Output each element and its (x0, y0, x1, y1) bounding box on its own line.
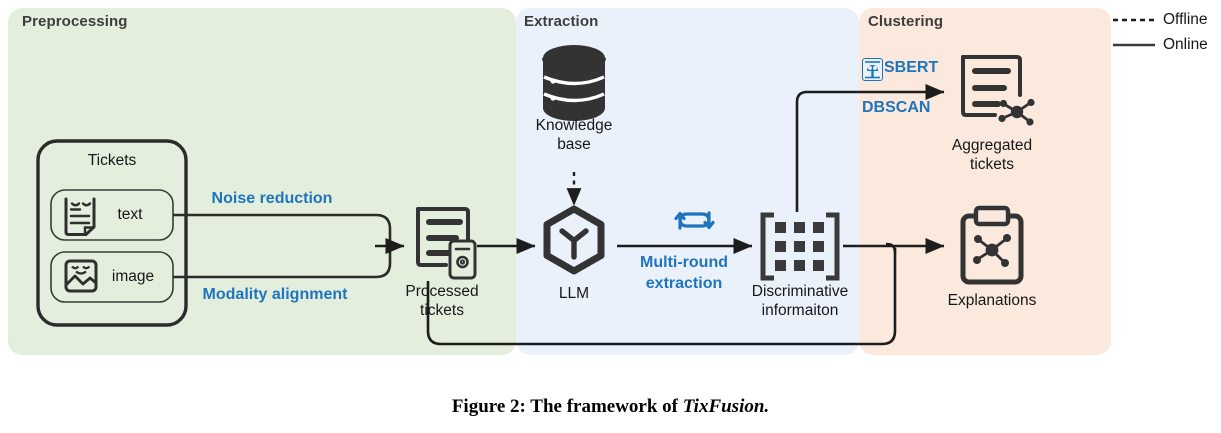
cluster-graph-badge-icon (998, 98, 1035, 126)
discriminative-label-line1: Discriminative (751, 283, 849, 300)
text-item-label: text (117, 206, 143, 223)
processed-tickets-label-line1: Processed (405, 283, 479, 300)
tickets-group-box (36, 139, 188, 327)
edge-discriminative-to-aggregated (795, 83, 945, 212)
edge-label-multi-round-1: Multi-round (640, 254, 728, 271)
document-gear-icon (416, 207, 477, 280)
image-smiley-icon (64, 259, 98, 293)
edge-loop-join (885, 242, 897, 253)
panel-title-extraction: Extraction (524, 13, 599, 30)
explanations-label: Explanations (947, 292, 1037, 309)
edge-label-modality-alignment: Modality alignment (202, 286, 348, 303)
panel-clustering (859, 8, 1111, 355)
edge-text-to-merge (173, 213, 392, 245)
legend-label-offline: Offline (1163, 11, 1208, 28)
llm-label: LLM (558, 285, 590, 302)
tickets-group-label: Tickets (87, 152, 137, 169)
panel-title-preprocessing: Preprocessing (22, 13, 128, 30)
matrix-brackets-icon (760, 212, 840, 281)
edge-image-to-merge (173, 248, 392, 279)
bert-icon (862, 58, 883, 81)
edge-feedback-loop (426, 248, 897, 346)
aggregated-tickets-label-line1: Aggregated (951, 137, 1033, 154)
caption-italic-title: TixFusion. (682, 396, 770, 417)
legend-label-online: Online (1163, 36, 1208, 53)
processed-tickets-label-line2: tickets (420, 302, 464, 319)
edge-label-dbscan: DBSCAN (862, 99, 931, 116)
edge-label-noise-reduction: Noise reduction (211, 190, 333, 207)
panel-title-clustering: Clustering (868, 13, 944, 30)
document-cluster-icon (961, 55, 1022, 117)
clipboard-cluster-icon (960, 205, 1024, 285)
panel-preprocessing (8, 8, 516, 355)
repeat-loop-icon (674, 211, 715, 230)
edge-label-multi-round-2: extraction (645, 275, 723, 292)
figure-caption: Figure 2: The framework of TixFusion. (0, 396, 1221, 418)
database-icon (542, 45, 606, 121)
knowledge-base-label-line1: Knowledge (535, 117, 613, 134)
image-item-label: image (111, 268, 155, 285)
hexagon-y-icon (543, 205, 605, 275)
caption-prefix: Figure 2: The framework of (451, 396, 683, 417)
aggregated-tickets-label-line2: tickets (970, 156, 1014, 173)
edge-label-sbert: SBERT (884, 59, 939, 76)
discriminative-label-line2: informaiton (761, 302, 839, 319)
knowledge-base-label-line2: base (557, 136, 591, 153)
document-smiley-icon (64, 197, 96, 236)
